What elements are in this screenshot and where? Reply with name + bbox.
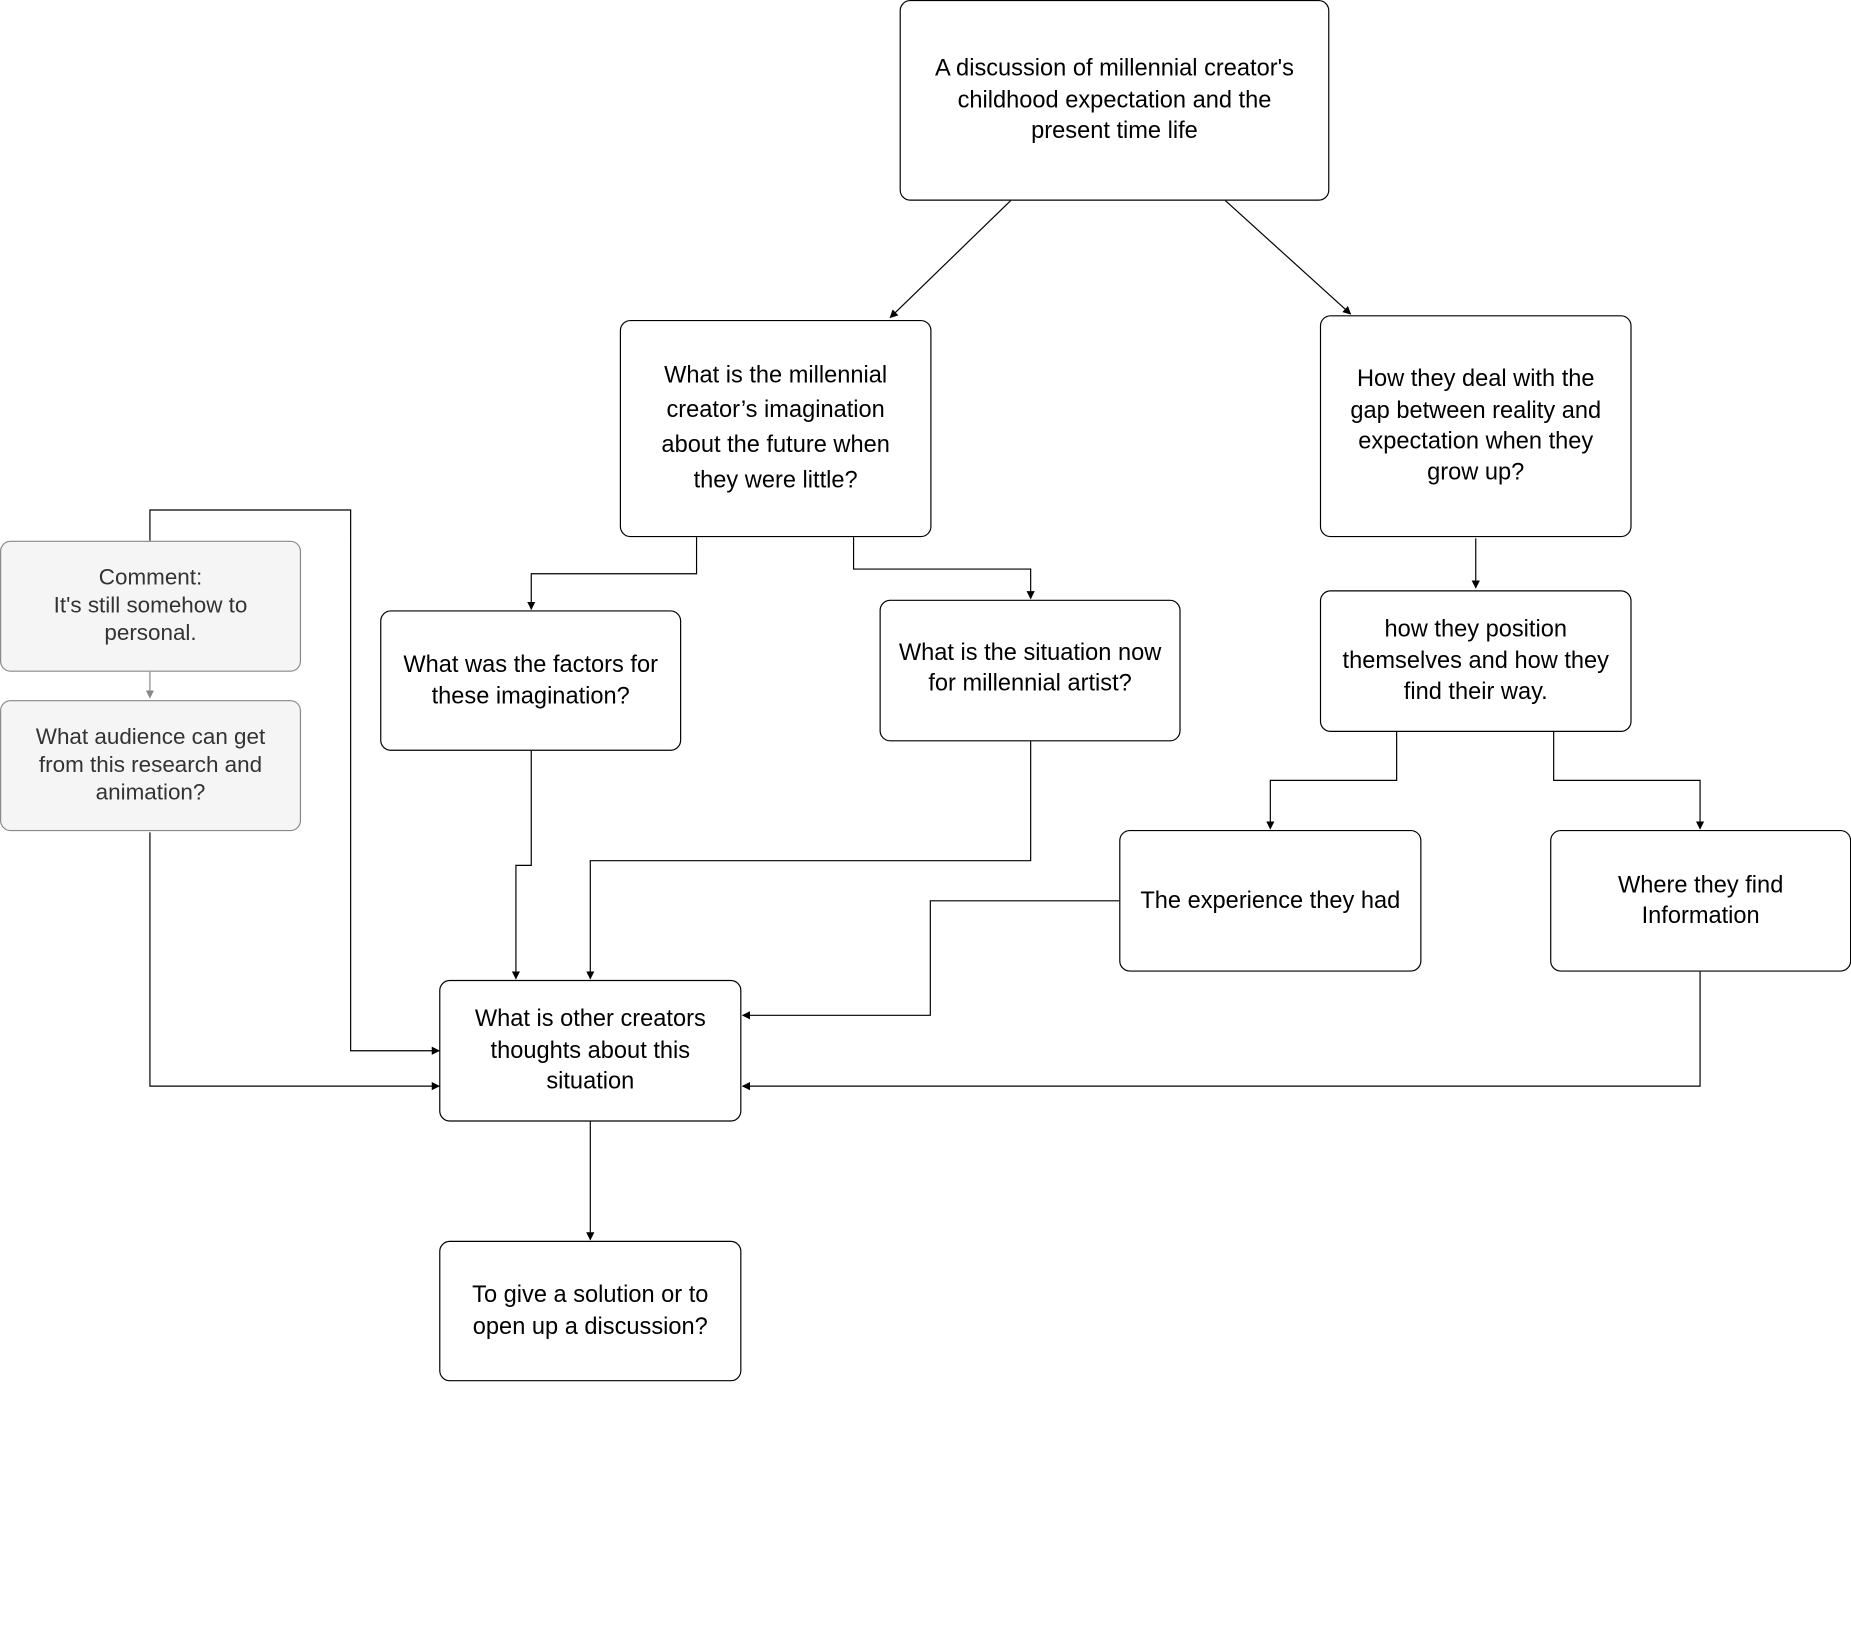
label-line: How they deal with the <box>1356 366 1595 393</box>
node-other-creators-question-label: What is other creators thoughts about th… <box>475 1004 706 1097</box>
node-solution-question[interactable]: To give a solution or to open up a discu… <box>439 1240 742 1382</box>
label-line: What audience can get <box>35 724 266 750</box>
label-line: situation <box>546 1068 635 1095</box>
label-line: To give a solution or to <box>472 1282 709 1309</box>
node-root-topic[interactable]: A discussion of millennial creator's chi… <box>899 0 1330 201</box>
label-line: personal. <box>104 621 197 647</box>
label-line: It's still somehow to <box>53 593 248 619</box>
edge-root-to-imagination <box>889 200 1012 319</box>
label-line: for millennial artist? <box>928 671 1132 698</box>
node-situation-question[interactable]: What is the situation now for millennial… <box>879 599 1181 742</box>
label-line: open up a discussion? <box>472 1313 708 1340</box>
node-comment-label: Comment: It's still somehow to personal. <box>54 564 248 648</box>
label-line: how they position <box>1384 616 1567 643</box>
label-line: present time life <box>1031 118 1198 145</box>
label-line: Where they find <box>1617 872 1784 898</box>
label-line: grow up? <box>1427 459 1525 486</box>
edge-root-to-gap <box>1225 200 1352 315</box>
node-information-label: Where they find Information <box>1618 870 1783 932</box>
connectors <box>145 200 1705 1241</box>
label-line: thoughts about this <box>490 1037 691 1064</box>
node-gap-question[interactable]: How they deal with the gap between reali… <box>1319 315 1632 538</box>
node-position-question[interactable]: how they position themselves and how the… <box>1319 590 1632 732</box>
edge-position-to-information <box>1553 731 1705 830</box>
node-experience[interactable]: The experience they had <box>1119 829 1422 972</box>
edge-factors-to-others <box>511 750 532 980</box>
node-other-creators-question[interactable]: What is other creators thoughts about th… <box>439 979 742 1122</box>
label-line: The experience they had <box>1140 887 1401 914</box>
label-line: Comment: <box>98 565 203 591</box>
edge-position-to-experience <box>1266 731 1398 830</box>
label-line: What is the situation now <box>898 639 1162 666</box>
edge-comment-loop-to-others <box>149 509 441 1055</box>
edge-imagination-to-factors <box>527 537 698 611</box>
label-line: they were little? <box>693 467 858 494</box>
label-line: childhood expectation and the <box>957 87 1272 114</box>
edge-information-to-others <box>741 971 1701 1091</box>
label-line: animation? <box>95 780 206 806</box>
node-information[interactable]: Where they find Information <box>1550 829 1851 972</box>
edge-experience-to-others <box>741 900 1120 1020</box>
label-line: What was the factors for <box>403 651 658 678</box>
node-audience-question-label: What audience can get from this research… <box>36 724 265 808</box>
label-line: gap between reality and <box>1350 397 1602 424</box>
node-solution-question-label: To give a solution or to open up a discu… <box>472 1280 708 1342</box>
node-root-topic-label: A discussion of millennial creator's chi… <box>935 54 1294 147</box>
label-line: about the future when <box>661 432 890 459</box>
node-factors-question-label: What was the factors for these imaginati… <box>403 649 658 711</box>
node-imagination-question-label: What is the millennial creator’s imagina… <box>661 359 889 499</box>
label-line: Information <box>1641 903 1760 930</box>
label-line: from this research and <box>38 752 263 778</box>
node-position-question-label: how they position themselves and how the… <box>1343 614 1609 707</box>
node-experience-label: The experience they had <box>1140 885 1400 916</box>
node-audience-question[interactable]: What audience can get from this research… <box>0 700 302 832</box>
label-line: What is the millennial <box>664 362 888 389</box>
edge-imagination-to-situation <box>852 537 1035 600</box>
label-line: these imagination? <box>431 682 630 709</box>
label-line: A discussion of millennial creator's <box>935 55 1294 82</box>
node-situation-question-label: What is the situation now for millennial… <box>899 638 1161 700</box>
node-comment[interactable]: Comment: It's still somehow to personal. <box>0 540 302 672</box>
label-line: creator’s imagination <box>666 397 885 424</box>
label-line: What is other creators <box>474 1006 706 1033</box>
label-line: find their way. <box>1403 679 1548 706</box>
edge-situation-to-others <box>586 741 1032 980</box>
label-line: themselves and how they <box>1342 647 1609 674</box>
node-gap-question-label: How they deal with the gap between reali… <box>1350 364 1601 489</box>
node-imagination-question[interactable]: What is the millennial creator’s imagina… <box>619 319 932 538</box>
edge-audience-to-others <box>149 832 441 1091</box>
node-factors-question[interactable]: What was the factors for these imaginati… <box>380 610 682 751</box>
label-line: expectation when they <box>1358 428 1594 455</box>
